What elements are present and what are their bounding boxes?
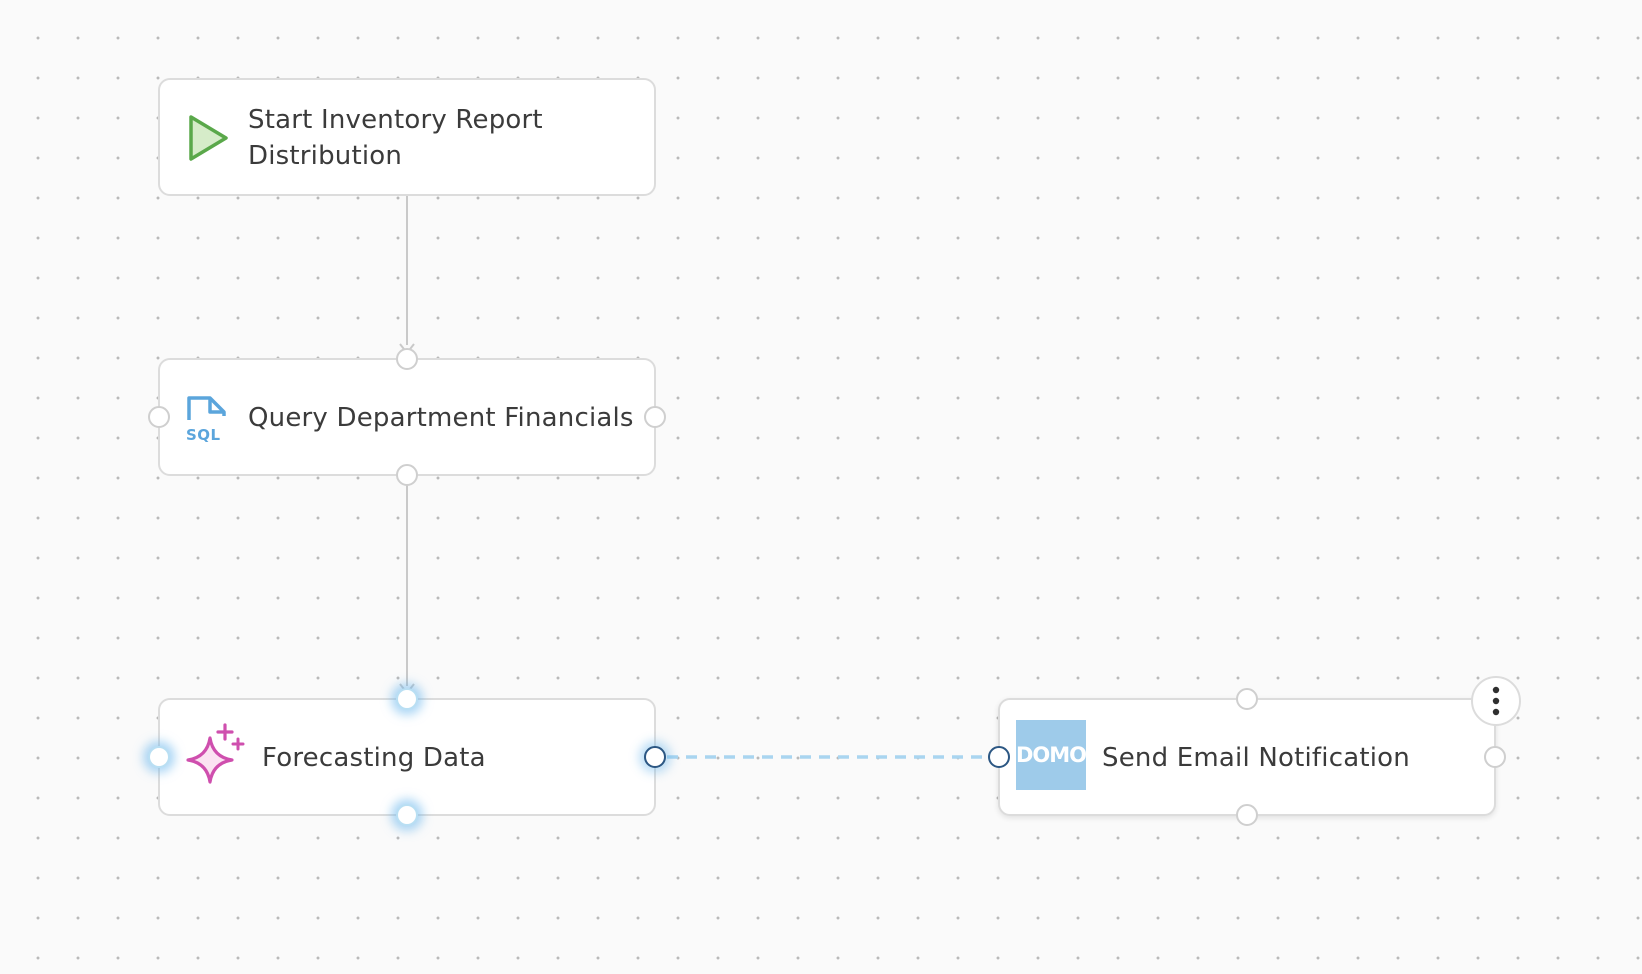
more-vertical-icon bbox=[1492, 686, 1500, 716]
port-query-bottom[interactable] bbox=[396, 464, 418, 486]
node-query-department-financials[interactable]: SQL Query Department Financials bbox=[158, 358, 656, 476]
sql-file-icon: SQL bbox=[184, 394, 230, 444]
play-icon bbox=[186, 113, 230, 163]
port-email-bottom[interactable] bbox=[1236, 804, 1258, 826]
port-email-top[interactable] bbox=[1236, 688, 1258, 710]
port-email-right[interactable] bbox=[1484, 746, 1506, 768]
port-query-top[interactable] bbox=[396, 348, 418, 370]
port-query-left[interactable] bbox=[148, 406, 170, 428]
domo-logo-text: DOMO bbox=[1015, 742, 1087, 767]
node-start-inventory-report[interactable]: Start Inventory Report Distribution bbox=[158, 78, 656, 196]
port-email-left[interactable] bbox=[988, 746, 1010, 768]
port-query-right[interactable] bbox=[644, 406, 666, 428]
node-title: Query Department Financials bbox=[248, 403, 634, 433]
port-forecast-top[interactable] bbox=[396, 688, 418, 710]
node-options-button[interactable] bbox=[1471, 676, 1521, 726]
node-title: Forecasting Data bbox=[262, 743, 486, 773]
sparkle-icon bbox=[180, 722, 246, 788]
port-forecast-bottom[interactable] bbox=[396, 804, 418, 826]
port-forecast-left[interactable] bbox=[148, 746, 170, 768]
node-title: Send Email Notification bbox=[1102, 743, 1410, 773]
node-send-email-notification[interactable]: DOMO Send Email Notification bbox=[998, 698, 1496, 816]
node-forecasting-data[interactable]: Forecasting Data bbox=[158, 698, 656, 816]
svg-text:SQL: SQL bbox=[186, 426, 221, 444]
domo-logo-icon: DOMO bbox=[1015, 720, 1087, 790]
node-title: Start Inventory Report Distribution bbox=[248, 105, 543, 171]
port-forecast-right[interactable] bbox=[644, 746, 666, 768]
